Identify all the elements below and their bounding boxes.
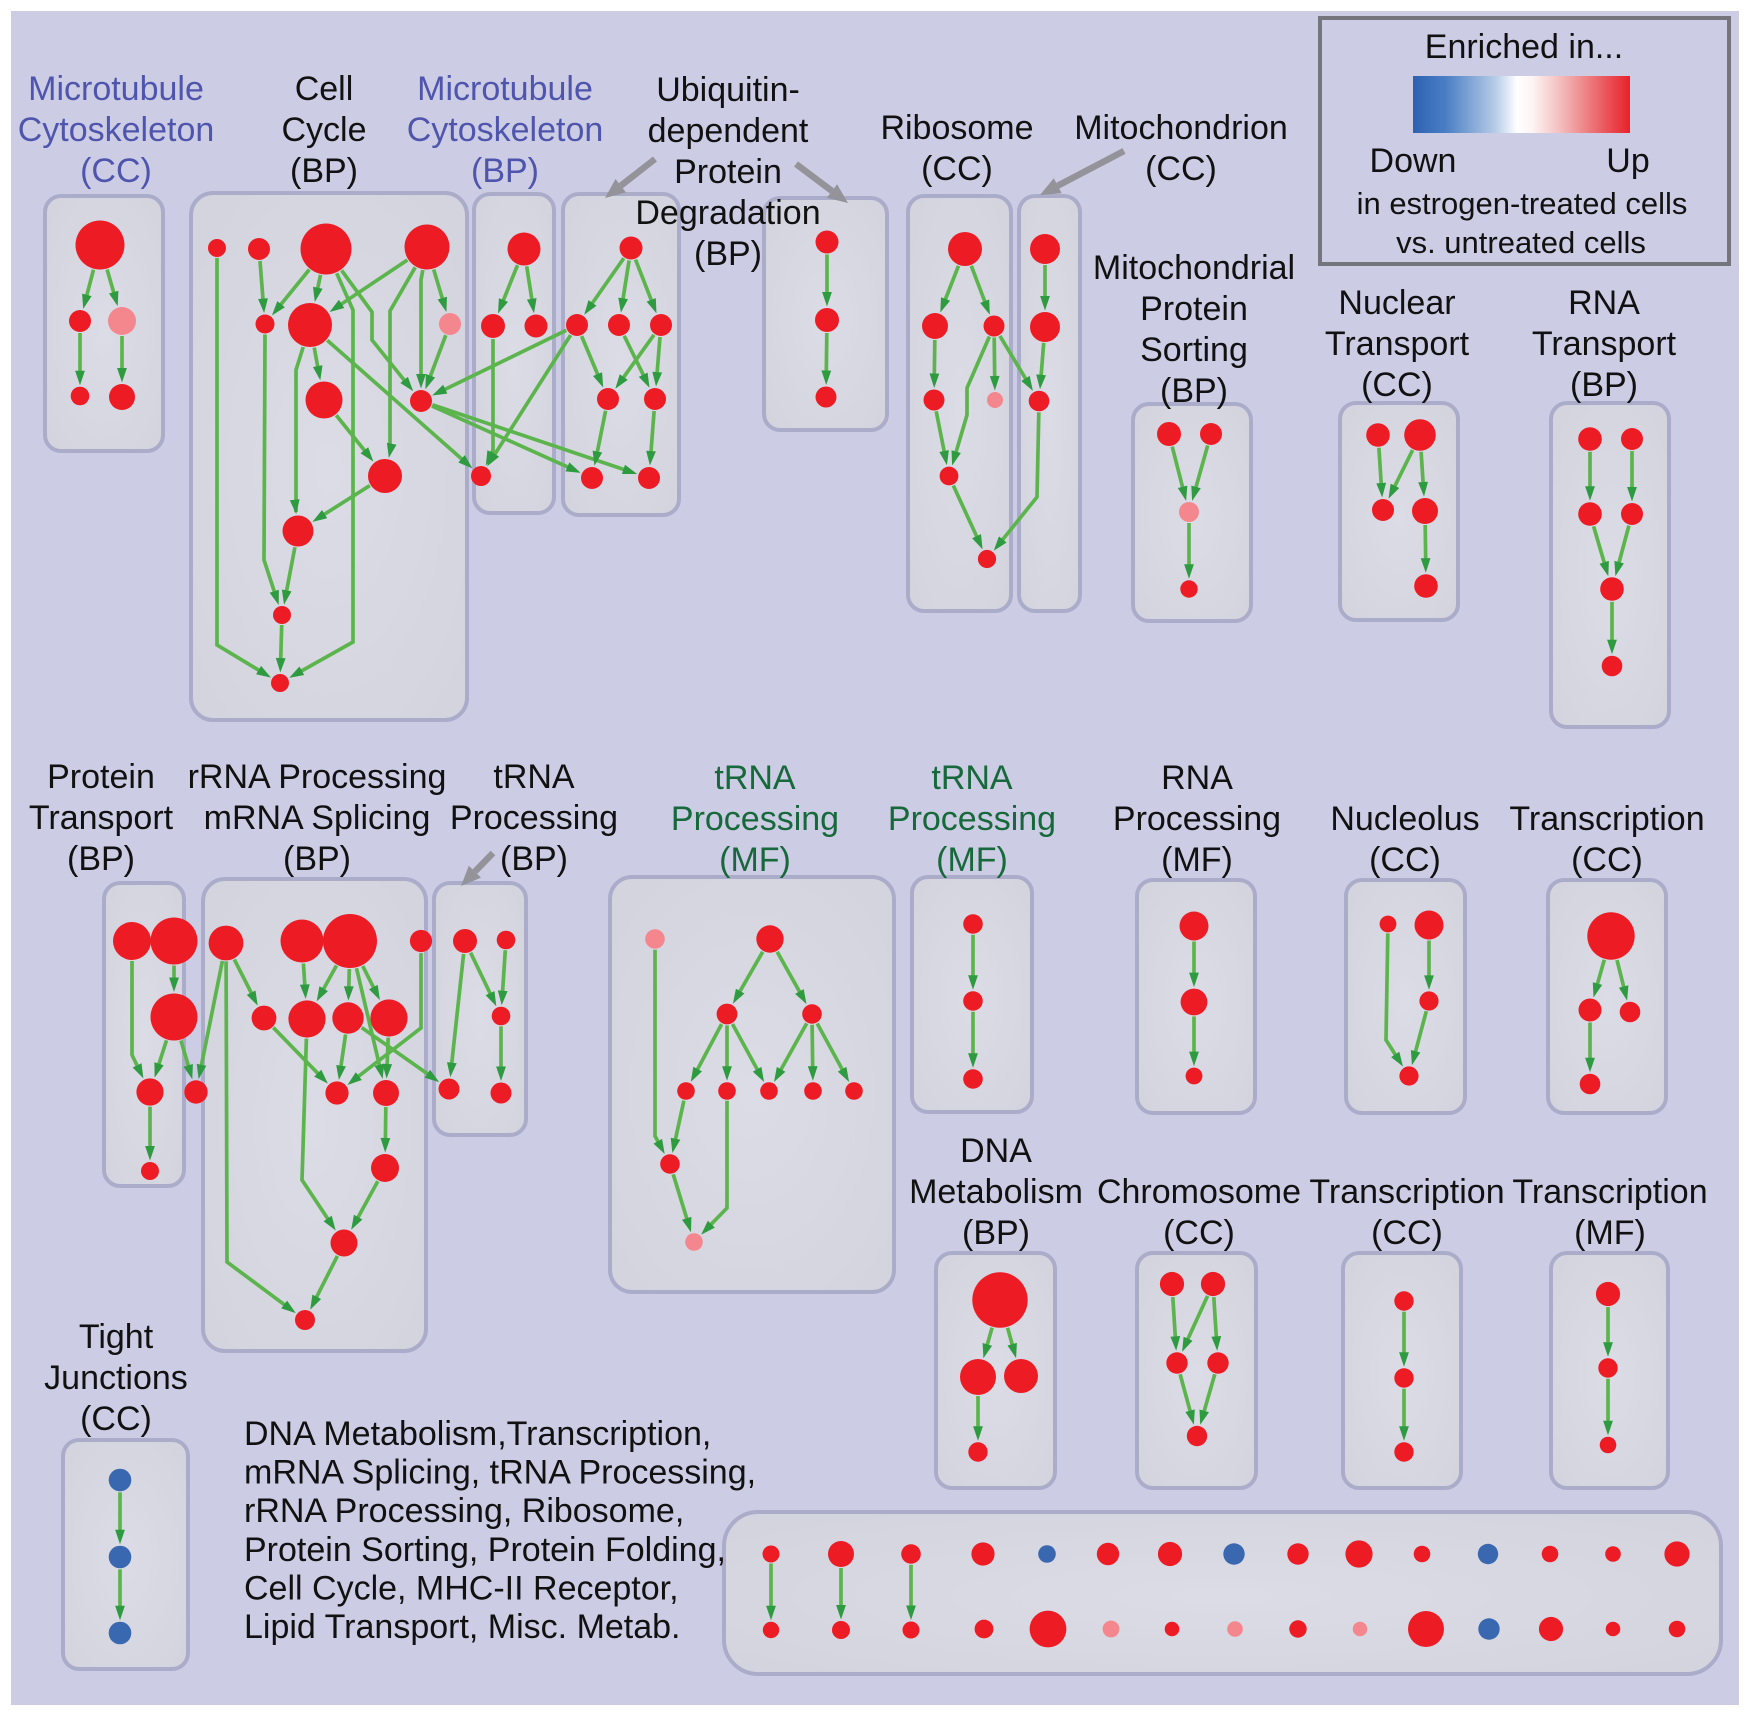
- svg-text:Chromosome(CC): Chromosome(CC): [1097, 1173, 1301, 1252]
- svg-text:Transcription(CC): Transcription(CC): [1309, 1173, 1504, 1252]
- svg-text:Enriched in...: Enriched in...: [1425, 28, 1623, 66]
- svg-text:vs. untreated cells: vs. untreated cells: [1396, 225, 1646, 260]
- svg-text:Down: Down: [1370, 142, 1457, 180]
- svg-text:Transcription(CC): Transcription(CC): [1509, 800, 1704, 879]
- svg-text:Transcription(MF): Transcription(MF): [1512, 1173, 1707, 1252]
- svg-text:in estrogen-treated cells: in estrogen-treated cells: [1357, 186, 1688, 221]
- svg-text:Mitochondrion(CC): Mitochondrion(CC): [1074, 109, 1288, 188]
- svg-text:DNA Metabolism,Transcription,m: DNA Metabolism,Transcription,mRNA Splici…: [244, 1415, 756, 1646]
- svg-text:Ribosome(CC): Ribosome(CC): [880, 109, 1033, 188]
- svg-text:Nucleolus(CC): Nucleolus(CC): [1330, 800, 1479, 879]
- svg-text:Up: Up: [1606, 142, 1649, 180]
